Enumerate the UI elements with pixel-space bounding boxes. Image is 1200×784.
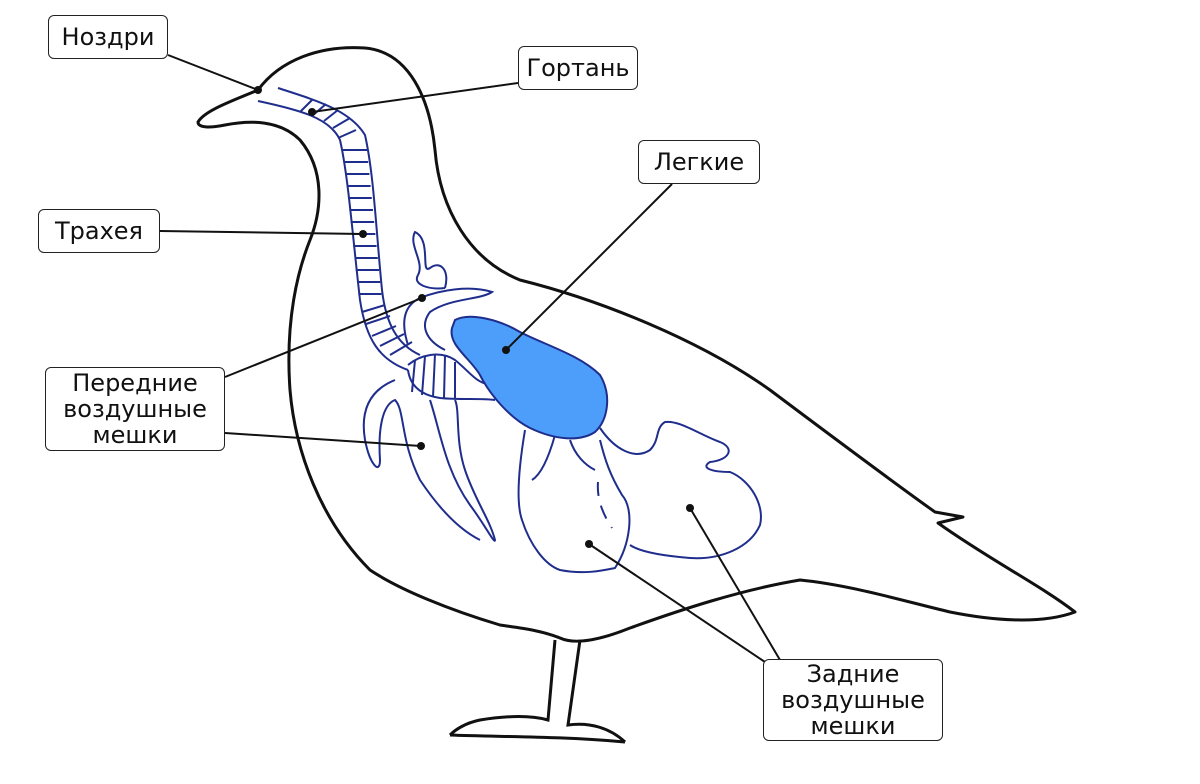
- trachea-ring: [361, 304, 386, 313]
- dot-anterior-2: [417, 442, 425, 450]
- dot-lungs: [502, 346, 510, 354]
- label-lungs: Легкие: [638, 140, 760, 184]
- leader-lungs: [505, 183, 673, 351]
- bronchi: [407, 353, 496, 401]
- dot-trachea: [359, 230, 367, 238]
- leader-posterior-1: [689, 507, 781, 661]
- bronchi-rings: [411, 353, 456, 399]
- leader-dots: [254, 86, 694, 548]
- bird-foot: [449, 733, 626, 744]
- anterior-air-sacs: [362, 230, 497, 542]
- dot-larynx: [308, 108, 316, 116]
- leader-nostrils: [167, 54, 259, 91]
- dot-anterior-1: [418, 294, 426, 302]
- leader-larynx: [311, 82, 519, 113]
- leader-anterior-1: [224, 297, 423, 378]
- label-nostrils: Ноздри: [48, 15, 168, 59]
- trachea-rings: [299, 99, 413, 356]
- label-posterior-air-sacs: Задние воздушные мешки: [763, 659, 943, 741]
- trachea-ring: [323, 109, 339, 122]
- bird-leg: [448, 639, 557, 737]
- trachea-ring: [379, 333, 405, 347]
- trachea-ring: [332, 117, 351, 129]
- leader-anterior-2: [224, 432, 422, 447]
- trachea-ring: [371, 325, 397, 337]
- bird-outline: [196, 46, 1077, 643]
- leader-trachea: [159, 230, 364, 235]
- leader-posterior-2: [588, 543, 766, 663]
- trachea-tube: [257, 87, 421, 371]
- posterior-air-sacs: [517, 420, 762, 574]
- lungs: [450, 315, 609, 440]
- dot-nostrils: [254, 86, 262, 94]
- label-trachea: Трахея: [38, 209, 160, 253]
- trachea-ring: [337, 129, 357, 139]
- trachea-ring: [365, 315, 391, 325]
- leader-lines: [159, 54, 781, 663]
- label-anterior-air-sacs: Передние воздушные мешки: [45, 367, 225, 451]
- label-larynx: Гортань: [518, 46, 638, 90]
- bird-leg-2: [566, 639, 627, 744]
- dot-posterior-1: [686, 504, 694, 512]
- dot-posterior-2: [585, 540, 593, 548]
- trachea-ring: [299, 99, 313, 113]
